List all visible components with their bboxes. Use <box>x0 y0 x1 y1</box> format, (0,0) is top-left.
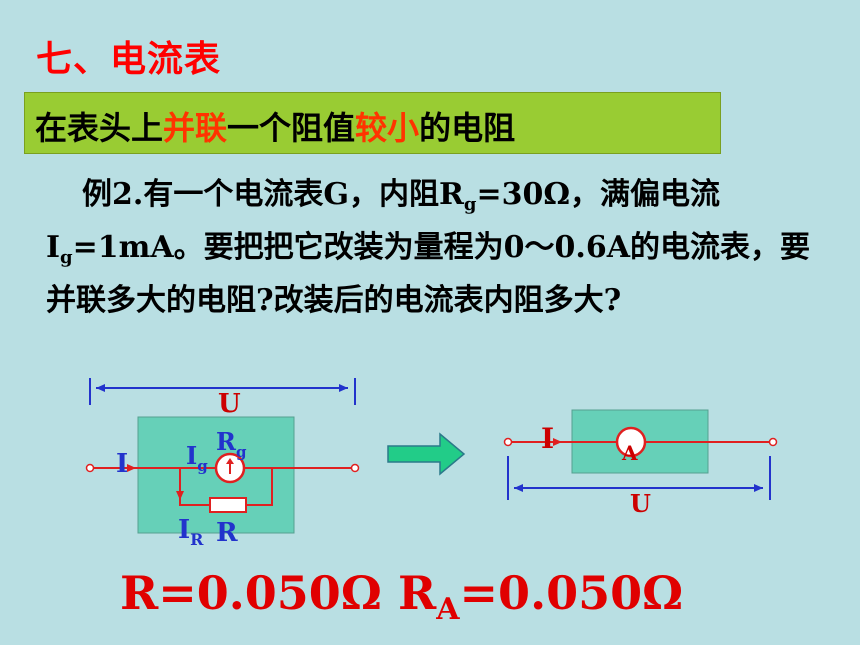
page-title: 七、电流表 <box>36 39 222 80</box>
left-terminal-b <box>350 463 360 473</box>
problem-text: 例2.有一个电流表G，内阻Rg=30Ω，满偏电流Ig=1mA。要把把它改装为量程… <box>46 168 836 327</box>
rg-sub: g <box>236 443 247 461</box>
ig-main: I <box>186 441 197 470</box>
rg-label: Rg <box>216 427 247 461</box>
shunt-resistor <box>209 497 247 513</box>
left-current-label: I <box>116 449 128 479</box>
left-circuit: U I Ig Rg IR R <box>85 378 360 549</box>
galvanometer-needle-tip <box>226 458 234 464</box>
transform-arrow <box>387 432 466 476</box>
result-ra-sub: A <box>436 592 460 627</box>
right-u-label: U <box>630 489 651 518</box>
result-r: R=0.050Ω <box>120 566 382 620</box>
rg-main: R <box>216 427 237 456</box>
subtitle-text: 在表头上并联一个阻值较小的电阻 <box>35 103 515 149</box>
ir-sub: R <box>190 530 204 549</box>
left-meter-box <box>137 416 295 534</box>
subtitle-banner: 在表头上并联一个阻值较小的电阻 <box>24 92 721 154</box>
subtitle-part-5: 的电阻 <box>419 109 516 147</box>
ig-label: Ig <box>186 441 208 475</box>
ammeter-symbol <box>615 426 647 458</box>
result-ra-main: R <box>398 566 437 620</box>
left-u-label: U <box>218 389 241 419</box>
right-current-label: I <box>541 422 554 455</box>
problem-seg-3: =1mA。要把把它改装为量程为0～0.6A的电流表，要并联多大的电阻?改装后的电… <box>46 230 811 318</box>
problem-sub-1: g <box>463 194 477 215</box>
result-ra: RA=0.050Ω <box>398 566 684 625</box>
ir-label: IR <box>178 515 204 549</box>
problem-sub-2: g <box>60 247 73 268</box>
right-terminal-b <box>768 437 778 447</box>
result-ra-value: =0.050Ω <box>459 566 684 620</box>
subtitle-highlight-parallel: 并联 <box>163 109 228 147</box>
ir-main: I <box>178 515 190 545</box>
r-label: R <box>216 518 238 548</box>
left-terminal-a <box>85 463 95 473</box>
right-terminal-a <box>503 437 513 447</box>
subtitle-part-1: 在表头上 <box>35 109 164 147</box>
ig-sub: g <box>197 457 208 475</box>
problem-seg-2: =30Ω，满偏电流I <box>46 177 721 265</box>
shunt-wire-right <box>246 468 273 506</box>
problem-seg-1: 例2.有一个电流表G，内阻R <box>82 177 464 212</box>
ammeter-label: A <box>621 441 638 465</box>
right-circuit: I A U <box>503 409 778 518</box>
subtitle-highlight-small: 较小 <box>355 109 420 147</box>
subtitle-part-3: 一个阻值 <box>227 109 356 147</box>
